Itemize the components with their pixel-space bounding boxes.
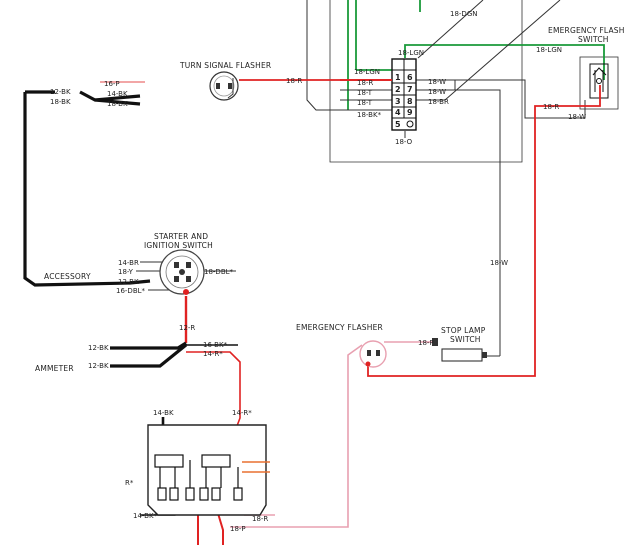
wire-label: 18-BR: [428, 98, 449, 106]
pin-label: 3: [395, 97, 401, 106]
wire-label: 18-R: [543, 103, 559, 111]
pin-label: 6: [407, 73, 413, 82]
wire-18-lgn-em-switch: [404, 44, 605, 80]
emergency-flasher-title: EMERGENCY FLASHER: [296, 323, 383, 332]
fuse-block[interactable]: [147, 424, 270, 516]
wire-label: 18-W: [428, 78, 446, 86]
starter-title-2: IGNITION SWITCH: [144, 241, 213, 250]
wire-18-w-vertical: [416, 89, 501, 356]
wire-label: 18-R: [252, 515, 268, 523]
green-wires: [347, 0, 605, 110]
wire-18-r-bottom: [216, 509, 224, 545]
pin-label: 4: [395, 108, 401, 117]
stop-lamp-title-1: STOP LAMP: [441, 326, 486, 335]
turn-signal-flasher[interactable]: [209, 71, 239, 101]
wire-12-bk-b: [110, 343, 188, 368]
emergency-switch-body: [579, 56, 619, 110]
connector-panel-outline: [329, 0, 523, 163]
emergency-flasher[interactable]: [359, 340, 387, 368]
wire-label: 18-DGN: [450, 10, 477, 18]
pin-label: 5: [395, 120, 401, 129]
wire-label: 18-DBL*: [204, 268, 234, 276]
wire-label: 16-P: [104, 80, 120, 88]
stop-lamp-title-2: SWITCH: [450, 335, 481, 344]
wire-diagonal-1: [444, 0, 561, 101]
stop-lamp-switch[interactable]: [432, 338, 487, 362]
wire-label: 12-BK: [50, 88, 71, 96]
wire-label: 18-R: [286, 77, 302, 85]
wire-label: 12-BK: [118, 278, 139, 286]
wire-label: R*: [125, 479, 134, 487]
wire-12-bk-main: [23, 92, 151, 287]
wire-label: 14-BR: [118, 259, 139, 267]
wire-label: 18-R: [357, 79, 373, 87]
wire-label: 14-BK: [107, 90, 128, 98]
outline-boxes: [329, 0, 619, 163]
wire-label: 14-R*: [203, 350, 223, 358]
wire-label: 18-W: [428, 88, 446, 96]
wire-18-p-bottom: [230, 344, 363, 528]
wire-diagonal-2: [417, 0, 484, 59]
wire-18-bk-star: [306, 0, 392, 111]
thin-black-wires: [306, 0, 586, 357]
turn-signal-flasher-title: TURN SIGNAL FLASHER: [179, 61, 271, 70]
wire-label: 18-LGN: [354, 68, 380, 76]
wire-label: 18-Y: [118, 268, 134, 276]
emergency-switch-title-1: EMERGENCY FLASH: [548, 26, 625, 35]
wire-label: 14-BK: [153, 409, 174, 417]
wire-label: 14-BK*: [133, 512, 158, 520]
pin-label: 8: [407, 97, 413, 106]
wire-label: 12-BK: [88, 362, 109, 370]
wire-label: 18-W: [490, 259, 508, 267]
wire-label: 18-BK: [107, 100, 128, 108]
ammeter-label: AMMETER: [35, 364, 74, 373]
wire-label: 18-T: [357, 99, 373, 107]
wire-12-bk-a: [110, 341, 187, 350]
wire-label: 16-BK*: [203, 341, 228, 349]
pin-label: 9: [407, 108, 413, 117]
pin-label: 1: [395, 73, 401, 82]
wire-18-w-em: [455, 79, 586, 119]
wire-label: 18-P: [230, 525, 246, 533]
wire-label: 12-R: [179, 324, 195, 332]
wire-label: 18-T: [357, 89, 373, 97]
wire-label: 18-LGN: [536, 46, 562, 54]
wire-label: 18-LGN: [398, 49, 424, 57]
wire-label: 12-BK: [88, 344, 109, 352]
wire-label: 16-DBL*: [116, 287, 146, 295]
wire-label: 18-BK: [50, 98, 71, 106]
accessory-label: ACCESSORY: [44, 272, 91, 281]
wire-label: 18-BK*: [357, 111, 382, 119]
wire-label: 18-O: [395, 138, 413, 146]
starter-title-1: STARTER AND: [154, 232, 208, 241]
pin-label: 2: [395, 85, 401, 94]
nine-pin-connector[interactable]: 1 6 2 7 3 8 4 9 5: [391, 58, 417, 131]
wire-label: 18-W: [568, 113, 586, 121]
wire-label: 14-R*: [232, 409, 252, 417]
fuse-block-body: [147, 424, 267, 516]
wire-18-bk-top: [94, 98, 141, 106]
wire-18-r-emergency: [367, 85, 601, 377]
emergency-flasher-switch[interactable]: [589, 63, 609, 99]
emergency-switch-title-2: SWITCH: [578, 35, 609, 44]
wire-label: 18-P: [418, 339, 434, 347]
pin-label: 7: [407, 85, 413, 94]
starter-ignition-switch[interactable]: [159, 249, 205, 295]
